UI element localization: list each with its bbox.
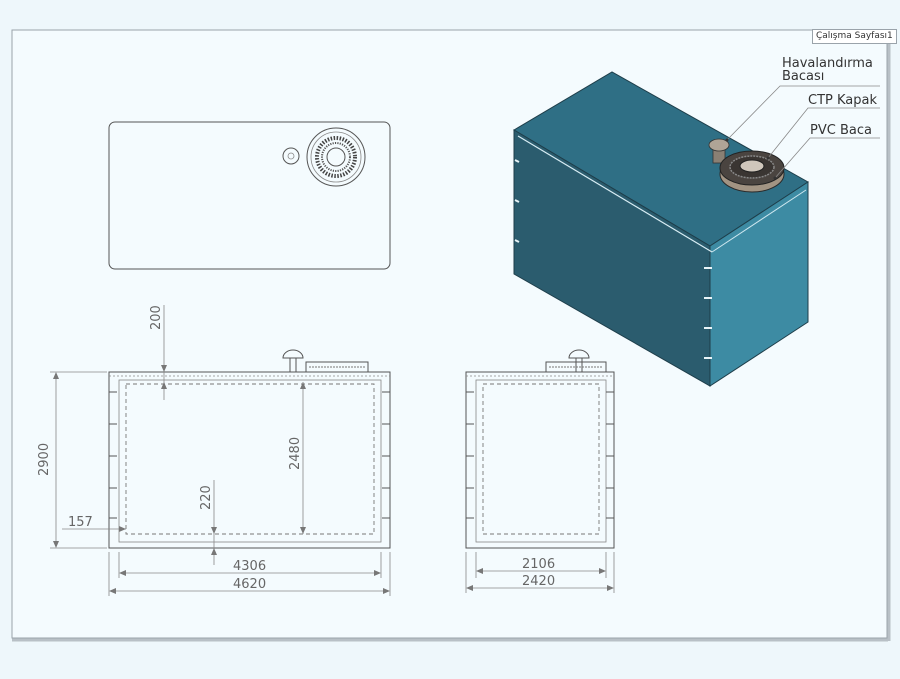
- side-vent-cap: [568, 349, 590, 359]
- iso-vent-cap: [708, 138, 730, 152]
- dim-top-gap: 200: [149, 305, 164, 330]
- side-inner-wall: [475, 379, 607, 543]
- dim-outer-length: 4620: [233, 577, 266, 592]
- front-view-outline: [108, 371, 391, 549]
- ctp-leader: [767, 107, 880, 159]
- side-ribs-right: [606, 391, 614, 519]
- sheet-tab[interactable]: Çalışma Sayfası1: [812, 29, 897, 44]
- side-ribs-left: [466, 391, 474, 519]
- side-hidden-inner: [482, 383, 600, 535]
- front-vent-stem: [289, 357, 297, 373]
- front-ribs-left: [109, 391, 117, 519]
- callout-pvc-pipe: PVC Baca: [810, 123, 872, 138]
- ctp-cover-outer: [306, 127, 366, 187]
- vent-pipe-inner: [287, 152, 295, 160]
- pvc-leader: [774, 137, 880, 179]
- dim-inner-width: 2106: [522, 557, 555, 572]
- top-view: [108, 121, 391, 270]
- isometric-view: [513, 71, 809, 387]
- callouts: Havalandırma Bacası CTP Kapak PVC Baca: [725, 56, 880, 180]
- side-view-outline: [465, 371, 615, 549]
- callout-ctp-cover: CTP Kapak: [808, 93, 877, 108]
- front-dimensions: 2900 200 2480 220 157 4306 4620: [37, 305, 391, 596]
- side-view: [465, 349, 615, 549]
- tank-top-edge-highlight-2: [711, 189, 807, 253]
- front-hidden-inner: [125, 383, 375, 535]
- dim-bottom-gap: 220: [199, 485, 214, 510]
- vent-leader: [726, 85, 880, 141]
- ctp-cover-inner-ribs: [321, 142, 351, 172]
- side-dimensions: 2106 2420: [465, 552, 615, 593]
- front-ctp-cover: [305, 361, 369, 373]
- callout-vent-line2: Bacası: [782, 69, 824, 84]
- front-ribs-right: [382, 391, 390, 519]
- top-view-outline: [108, 121, 391, 270]
- dim-outer-width: 2420: [522, 574, 555, 589]
- ctp-cover-ring: [310, 131, 362, 183]
- vent-pipe-circle: [282, 147, 300, 165]
- dim-inner-length: 4306: [233, 559, 266, 574]
- side-ctp-cover: [545, 361, 607, 373]
- callout-vent-line1: Havalandırma: [782, 56, 873, 71]
- dim-inner-height: 2480: [288, 437, 303, 470]
- front-inner-wall: [118, 379, 382, 543]
- tank-side-face: [709, 181, 809, 387]
- front-vent-cap: [282, 349, 304, 359]
- tank-top-edge-highlight: [517, 135, 713, 253]
- tank-rib-marks: [514, 159, 712, 359]
- dim-height-total: 2900: [37, 443, 52, 476]
- iso-ctp-center: [739, 159, 765, 173]
- ctp-cover-center: [326, 147, 346, 167]
- front-view: [108, 349, 391, 549]
- ctp-cover-ribs: [315, 136, 357, 178]
- dim-wall-offset: 157: [68, 515, 93, 530]
